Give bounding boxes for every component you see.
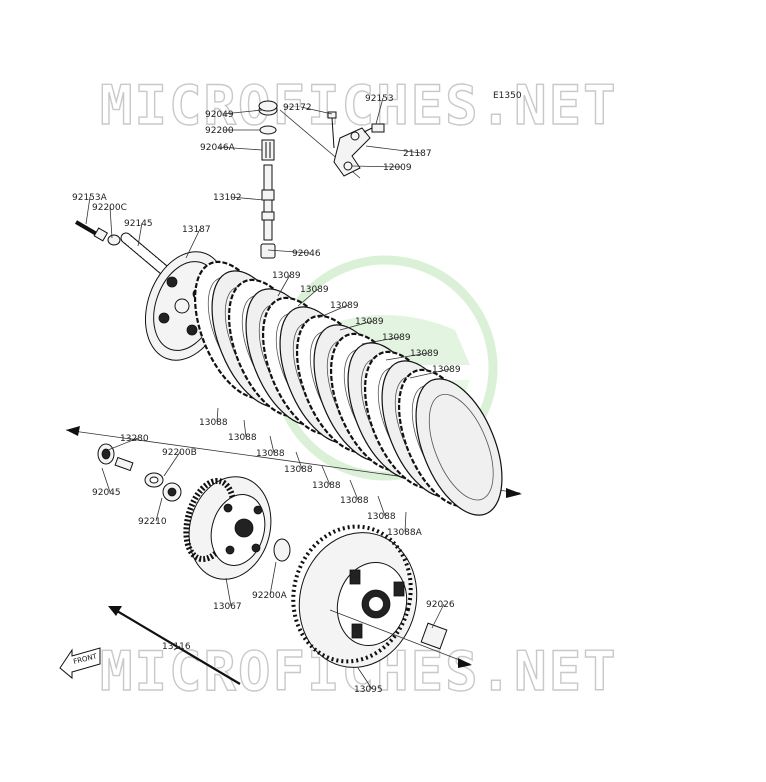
- part-callout-92045: 92045: [92, 488, 121, 498]
- part-callout-21187: 21187: [403, 149, 432, 159]
- leader-line: [85, 196, 91, 225]
- leader-line: [321, 465, 331, 486]
- leader-line: [269, 435, 275, 454]
- leader-line: [365, 145, 422, 154]
- part-callout-92200b: 92200B: [162, 448, 197, 458]
- part-callout-13089: 13089: [382, 333, 411, 343]
- leader-line: [351, 165, 402, 168]
- push-rod-assembly: [258, 100, 278, 259]
- leader-line: [101, 467, 111, 493]
- ref-code: E1350: [493, 91, 522, 101]
- part-callout-92200c: 92200C: [92, 203, 127, 213]
- part-callout-13187: 13187: [182, 225, 211, 235]
- part-callout-13088: 13088: [228, 433, 257, 443]
- sleeve: [329, 609, 471, 665]
- sleeve-arrow: [458, 658, 472, 668]
- clutch-hub: [183, 476, 272, 580]
- leader-line: [409, 368, 451, 379]
- front-arrow-icon: FRONT: [59, 647, 101, 680]
- part-callout-13088: 13088: [199, 418, 228, 428]
- leader-line: [357, 667, 373, 690]
- part-callout-92200: 92200: [205, 126, 234, 136]
- leader-line: [431, 603, 445, 629]
- leader-line: [107, 437, 139, 451]
- part-callout-13089: 13089: [330, 301, 359, 311]
- clutch-plate-stack: [65, 260, 521, 516]
- leader-line: [377, 495, 386, 517]
- part-callout-92046a: 92046A: [200, 143, 236, 153]
- leader-line: [137, 222, 143, 247]
- leader-line: [155, 497, 163, 522]
- push-rod-long: [111, 605, 241, 685]
- part-callout-92153a: 92153A: [72, 193, 108, 203]
- plate-inner-ring: [428, 393, 494, 501]
- part-callout-92210: 92210: [138, 517, 167, 527]
- part-callout-92026: 92026: [426, 600, 455, 610]
- clutch-housing: [291, 524, 418, 668]
- part-callout-13088: 13088: [367, 512, 396, 522]
- part-callout-13095: 13095: [354, 685, 383, 695]
- leader-line: [216, 407, 219, 423]
- leader-line: [230, 196, 265, 201]
- leader-line: [222, 109, 263, 115]
- leader-line: [217, 146, 263, 151]
- leader-line: [375, 97, 384, 125]
- leader-line: [267, 249, 311, 254]
- part-callout-13088: 13088: [256, 449, 285, 459]
- part-callout-92172: 92172: [283, 103, 312, 113]
- leader-line: [297, 288, 319, 307]
- leader-line: [269, 561, 277, 596]
- leader-line: [295, 451, 303, 470]
- part-callout-13102: 13102: [213, 193, 242, 203]
- leader-line: [109, 206, 113, 239]
- part-callout-13088: 13088: [312, 481, 341, 491]
- part-callout-92046: 92046: [292, 249, 321, 259]
- watermark-text-top: MICROFICHES.NET: [100, 74, 618, 137]
- leader-line: [349, 479, 359, 501]
- part-callout-13088: 13088: [284, 465, 313, 475]
- part-callout-13089: 13089: [355, 317, 384, 327]
- part-callout-13116: 13116: [162, 642, 191, 652]
- part-callout-92153: 92153: [365, 94, 394, 104]
- leader-line: [163, 451, 181, 477]
- spring-bolt-group: [74, 220, 170, 276]
- part-callout-13280: 13280: [120, 434, 149, 444]
- part-callout-13089: 13089: [432, 365, 461, 375]
- part-callout-92145: 92145: [124, 219, 153, 229]
- part-callout-13088: 13088: [340, 496, 369, 506]
- leader-line: [317, 304, 349, 319]
- part-callout-92049: 92049: [205, 110, 234, 120]
- part-callout-13089: 13089: [272, 271, 301, 281]
- part-callout-13088a: 13088A: [387, 528, 423, 538]
- axis-arrow-left: [66, 426, 80, 436]
- leader-line: [225, 577, 232, 607]
- part-callout-13067: 13067: [213, 602, 242, 612]
- shaft-arrow: [108, 606, 122, 616]
- leader-line: [300, 106, 333, 115]
- callout-labels: 92049 92172 92153 92200 92046A 21187 12009 1310…: [72, 94, 461, 695]
- leader-line: [277, 274, 291, 297]
- part-callout-12009: 12009: [383, 163, 412, 173]
- leader-line: [361, 336, 401, 345]
- part-callout-13089: 13089: [300, 285, 329, 295]
- leader-line: [339, 320, 374, 331]
- leader-line: [243, 419, 247, 438]
- axis-arrow-right: [506, 488, 522, 498]
- thrust-washer: [273, 538, 291, 562]
- steel-plate: [415, 378, 503, 516]
- leader-line: [385, 352, 429, 361]
- part-callout-92200a: 92200A: [252, 591, 288, 601]
- leader-line: [173, 645, 181, 651]
- part-callout-13089: 13089: [410, 349, 439, 359]
- leader-line: [404, 511, 407, 533]
- leader-line: [185, 228, 201, 259]
